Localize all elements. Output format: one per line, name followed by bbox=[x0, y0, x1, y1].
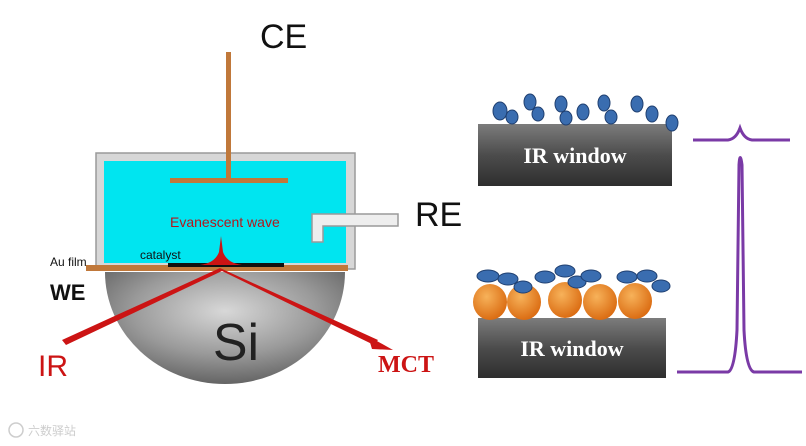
spectro-cell: Si CE RE WE Au film catalyst Evanescent … bbox=[38, 18, 462, 384]
molecule bbox=[576, 103, 590, 121]
re-label: RE bbox=[415, 196, 462, 234]
nanoparticles bbox=[473, 282, 652, 320]
we-label: WE bbox=[50, 280, 85, 305]
top-ir-window bbox=[478, 124, 672, 186]
molecule bbox=[523, 93, 537, 111]
evanescent-wave-label: Evanescent wave bbox=[170, 214, 280, 230]
molecule bbox=[567, 275, 587, 289]
molecule bbox=[645, 105, 659, 123]
molecule bbox=[497, 272, 519, 286]
evanescent-wave bbox=[200, 236, 242, 265]
au-film-label: Au film bbox=[50, 255, 87, 269]
mct-label: MCT bbox=[378, 352, 434, 378]
enhanced-spectrum bbox=[677, 156, 802, 374]
watermark-logo-icon bbox=[8, 422, 24, 438]
ce-electrode-plate bbox=[170, 178, 288, 183]
nanoparticle bbox=[507, 284, 541, 320]
molecule bbox=[651, 279, 671, 293]
top-molecules bbox=[492, 93, 679, 132]
bottom-molecules bbox=[476, 264, 671, 294]
nanoparticle bbox=[618, 283, 652, 319]
top-panel: IR window bbox=[478, 93, 679, 186]
molecule bbox=[604, 109, 618, 125]
molecule bbox=[554, 95, 568, 113]
molecule bbox=[554, 264, 576, 278]
molecule bbox=[513, 280, 533, 294]
molecule bbox=[630, 95, 644, 113]
au-film bbox=[86, 265, 348, 271]
re-tube bbox=[311, 213, 399, 243]
nanoparticle bbox=[583, 284, 617, 320]
watermark: 六数驿站 bbox=[8, 422, 76, 438]
watermark-text: 六数驿站 bbox=[28, 423, 76, 438]
molecule bbox=[534, 270, 556, 284]
molecule bbox=[559, 110, 573, 126]
molecule bbox=[636, 269, 658, 283]
ce-label: CE bbox=[260, 18, 307, 56]
molecule bbox=[665, 114, 679, 132]
molecule bbox=[531, 106, 545, 122]
bottom-ir-window-label: IR window bbox=[520, 336, 623, 361]
top-ir-window-label: IR window bbox=[523, 143, 626, 168]
nanoparticle bbox=[548, 282, 582, 318]
molecule bbox=[492, 101, 508, 121]
catalyst-label: catalyst bbox=[140, 248, 181, 262]
weak-spectrum bbox=[693, 123, 790, 142]
nanoparticle bbox=[473, 284, 507, 320]
ir-beam-in bbox=[62, 268, 222, 345]
bottom-panel: IR window bbox=[473, 264, 671, 378]
ir-beam-arrowhead bbox=[368, 336, 393, 350]
molecule bbox=[580, 269, 602, 283]
molecule bbox=[597, 94, 611, 112]
si-prism-label: Si bbox=[213, 314, 259, 372]
ir-beam-out bbox=[220, 268, 378, 345]
molecule bbox=[616, 270, 638, 284]
molecule bbox=[476, 269, 500, 283]
ir-label: IR bbox=[38, 350, 68, 383]
molecule bbox=[505, 109, 519, 125]
ce-electrode-rod bbox=[226, 52, 231, 180]
bottom-ir-window bbox=[478, 318, 666, 378]
